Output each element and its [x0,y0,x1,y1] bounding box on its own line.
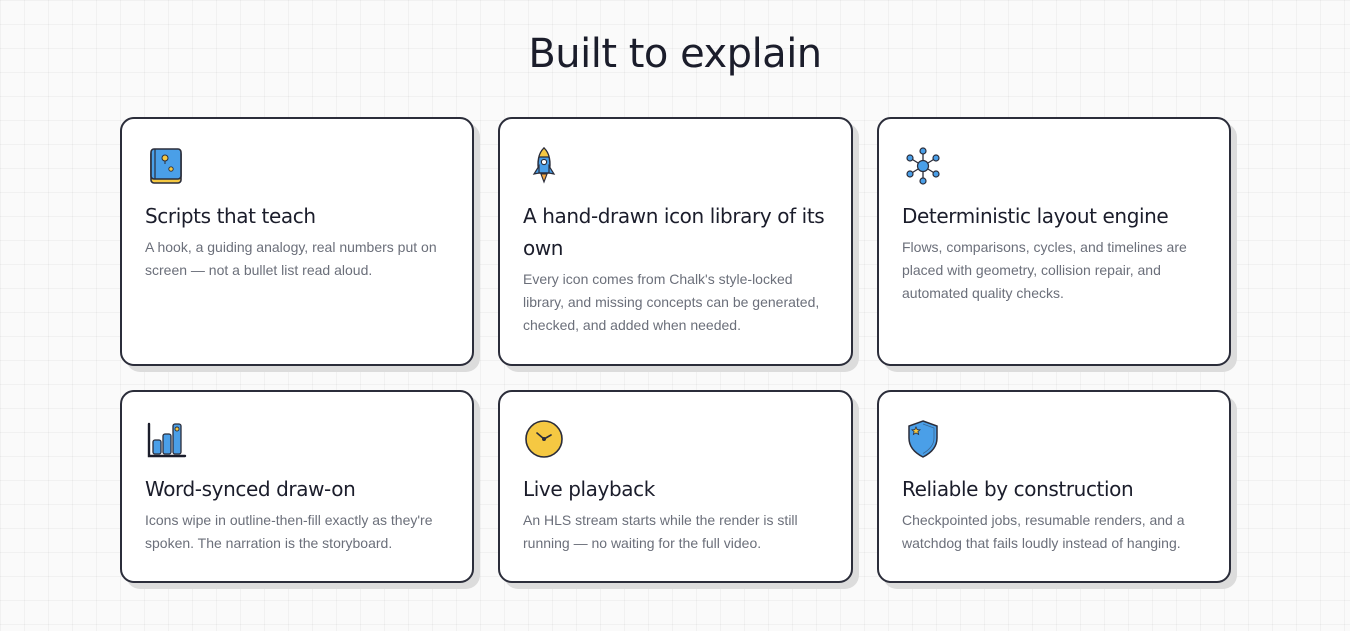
card-description: A hook, a guiding analogy, real numbers … [145,239,437,278]
card-description: Icons wipe in outline-then-fill exactly … [145,512,433,551]
card-title: A hand-drawn icon library of its own [523,204,825,260]
card-title: Deterministic layout engine [902,204,1169,228]
card-title: Scripts that teach [145,204,316,228]
card-description: Checkpointed jobs, resumable renders, an… [902,512,1185,551]
bar-chart-icon [145,418,187,460]
card-description: An HLS stream starts while the render is… [523,512,798,551]
section-title: Built to explain [528,31,822,77]
book-icon [145,145,187,187]
feature-card-draw-on: Word-synced draw-on Icons wipe in outlin… [120,390,474,583]
card-title: Word-synced draw-on [145,477,356,501]
feature-card-icon-library: A hand-drawn icon library of its own Eve… [498,117,853,366]
card-title: Live playback [523,477,655,501]
card-description: Flows, comparisons, cycles, and timeline… [902,239,1187,301]
rocket-icon [523,145,565,187]
network-icon [902,145,944,187]
feature-card-reliable: Reliable by construction Checkpointed jo… [877,390,1231,583]
feature-card-scripts: Scripts that teach A hook, a guiding ana… [120,117,474,366]
feature-card-live-playback: Live playback An HLS stream starts while… [498,390,853,583]
clock-icon [523,418,565,460]
feature-card-layout-engine: Deterministic layout engine Flows, compa… [877,117,1231,366]
card-title: Reliable by construction [902,477,1134,501]
card-description: Every icon comes from Chalk's style-lock… [523,271,820,333]
shield-icon [902,418,944,460]
